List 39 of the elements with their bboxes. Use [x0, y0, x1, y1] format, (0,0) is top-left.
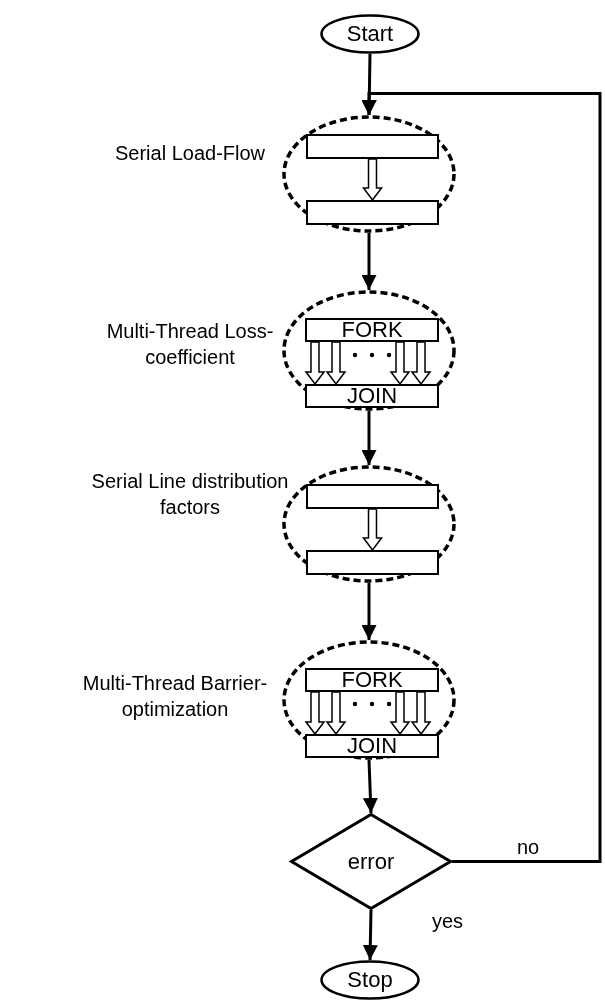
process-box — [306, 200, 439, 225]
process-box — [306, 134, 439, 159]
arrow — [362, 759, 378, 814]
terminator-ellipse — [320, 14, 420, 54]
hollow-arrow — [325, 341, 347, 386]
node-label: JOIN — [346, 383, 398, 409]
node-label: Stop — [347, 967, 393, 993]
hollow-arrow — [304, 341, 326, 386]
arrow — [361, 583, 377, 640]
hollow-arrow — [410, 691, 432, 736]
node-label: Start — [346, 21, 394, 47]
hollow-arrow — [389, 341, 411, 386]
process-box — [305, 384, 439, 408]
stage-label: Serial Load-Flow — [113, 141, 267, 166]
process-box — [305, 734, 439, 758]
process-box — [306, 484, 439, 509]
process-box — [306, 550, 439, 575]
hollow-arrow — [325, 691, 347, 736]
hollow-arrow — [389, 691, 411, 736]
hollow-arrow — [410, 341, 432, 386]
node-label: JOIN — [346, 733, 398, 759]
stage-label: Multi-Thread Loss-coefficient — [105, 319, 275, 370]
node-label: FORK — [341, 317, 403, 343]
node-label: FORK — [341, 667, 403, 693]
arrow — [362, 909, 378, 961]
hollow-arrow — [362, 508, 383, 552]
arrow — [361, 411, 377, 465]
process-box — [305, 668, 439, 692]
hollow-arrow — [304, 691, 326, 736]
hollow-arrow — [362, 158, 383, 202]
arrow — [361, 92, 602, 863]
stage-label: Serial Line distribution factors — [90, 469, 290, 520]
dashed-group-ellipse — [282, 115, 456, 233]
node-label: error — [347, 848, 395, 875]
stage-label: Multi-Thread Barrier-optimization — [81, 671, 269, 722]
decision-diamond — [290, 813, 452, 910]
process-box — [305, 318, 439, 342]
terminator-ellipse — [320, 960, 420, 1000]
arrow — [361, 233, 377, 290]
